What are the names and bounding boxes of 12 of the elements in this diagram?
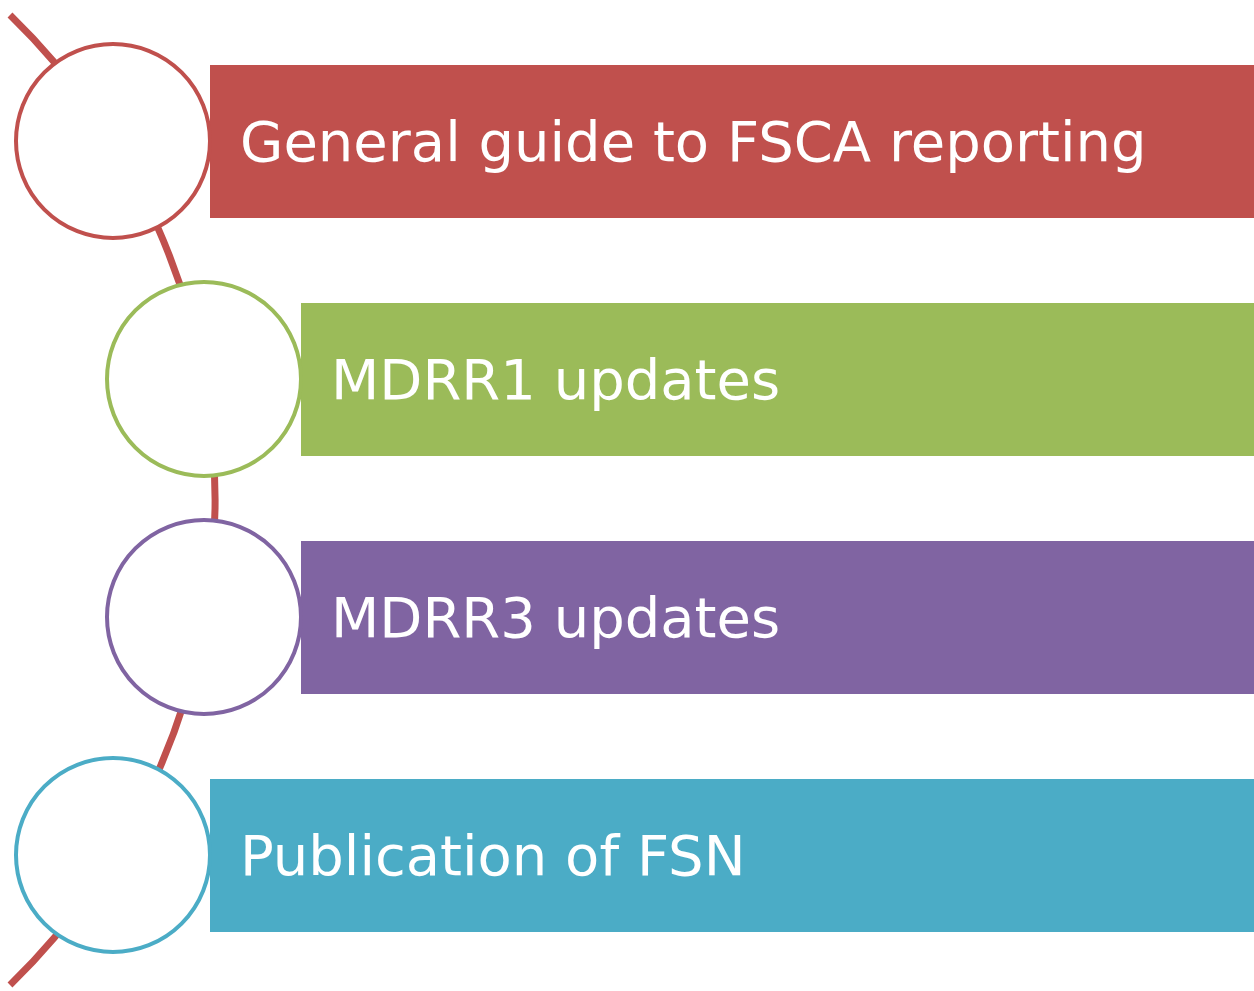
list-bar xyxy=(301,303,1254,456)
circle-marker xyxy=(14,42,212,240)
list-bar xyxy=(210,779,1254,932)
circle-marker xyxy=(105,518,303,716)
circle-marker xyxy=(14,756,212,954)
list-bar xyxy=(210,65,1254,218)
bar-label: MDRR1 updates xyxy=(331,347,781,412)
bar-label: General guide to FSCA reporting xyxy=(240,109,1147,174)
bar-label: Publication of FSN xyxy=(240,823,746,888)
bar-label: MDRR3 updates xyxy=(331,585,781,650)
circle-marker xyxy=(105,280,303,478)
list-bar xyxy=(301,541,1254,694)
